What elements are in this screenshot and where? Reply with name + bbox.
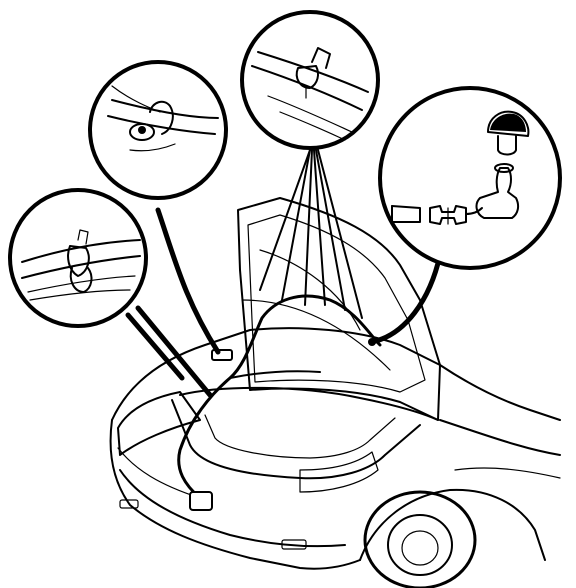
leader-detail-hose-clip-hood-1: [259, 149, 311, 291]
stud-diag-line: [111, 85, 161, 113]
leader-detail-hose-clip-hood-2: [281, 149, 311, 301]
marker-light-left: [119, 499, 139, 509]
leader-detail-hose-clip-hood-6: [317, 149, 363, 319]
clamp-stud-bolt: [138, 126, 146, 134]
detail-hose-clip-left: [8, 188, 148, 328]
headlight-left: [117, 391, 201, 456]
hood-clip-tab: [311, 47, 331, 69]
car-side: [439, 419, 561, 456]
leader-detail-hose-clip-hood-5: [315, 149, 346, 311]
washer-nozzle-stem: [497, 135, 517, 156]
car-side-crease: [454, 467, 561, 479]
nozzle-grommet-icon: [475, 167, 520, 219]
hose-line-c: [27, 275, 136, 293]
stud-hose-top: [111, 99, 219, 119]
hose-line-b: [21, 255, 141, 279]
leader-detail-hose-clip-hood-3: [304, 149, 313, 306]
nozzle-grommet-top: [494, 163, 514, 173]
detail-circle-left: [8, 188, 148, 328]
car-fender: [359, 488, 546, 561]
clip-body: [67, 245, 90, 277]
car-body: [109, 327, 561, 588]
leader-detail-hose-clip-left: [125, 312, 185, 381]
hood-brace: [259, 249, 361, 331]
leader-detail-hose-clip-hood-4: [313, 149, 326, 306]
detail-washer-nozzle-joint: [378, 86, 562, 270]
hood-rear-edge: [179, 386, 439, 421]
detail-circle-nozzle: [378, 86, 562, 270]
leader-detail-washer-nozzle-joint: [369, 252, 443, 345]
hose-line-d: [29, 289, 131, 301]
hose-joint-icon: [429, 205, 467, 225]
detail-hose-clip-hood: [240, 10, 380, 150]
front-wheel-inner: [401, 530, 439, 566]
hose-pipe-icon: [391, 205, 421, 223]
engine-bay-inner: [204, 414, 396, 459]
washer-hose-main: [177, 294, 382, 500]
engine-bay: [171, 399, 421, 480]
leader-lines: [125, 149, 443, 398]
washer-hose: [177, 294, 382, 511]
detail-circle-stud: [88, 60, 228, 200]
clip-body-lower: [69, 267, 93, 293]
clamp-band: [149, 100, 174, 135]
stud-line: [129, 143, 176, 152]
hood-hose-top: [257, 51, 369, 93]
leader-end-dot: [368, 338, 376, 346]
leader-detail-hose-clip-left-b: [135, 305, 213, 398]
clip-tab: [77, 229, 89, 245]
washer-nozzle-cap: [490, 113, 526, 132]
front-wheel: [363, 490, 477, 588]
hose-elbow: [465, 207, 483, 215]
headlight-right: [299, 451, 379, 493]
hood-hose-bottom: [251, 65, 363, 111]
hood-edge: [241, 299, 391, 371]
bumper-line: [117, 447, 201, 499]
marker-light-right: [281, 539, 307, 550]
washer-hose-branch: [229, 370, 321, 379]
stud-hose-bottom: [107, 115, 216, 135]
front-wheel-hub: [387, 514, 453, 576]
bumper-lower: [119, 469, 346, 548]
car-hood: [111, 327, 561, 421]
hood-panel-line-a: [267, 95, 353, 133]
detail-hose-clamp-stud: [88, 60, 228, 200]
detail-circle-hood: [240, 10, 380, 150]
hood-clip-body: [295, 65, 319, 89]
hood-panel-inner: [247, 214, 426, 393]
car-nose: [109, 419, 361, 570]
hood-panel-line-b: [279, 111, 346, 141]
washer-nozzle-icon: [487, 110, 530, 137]
leader-detail-hose-clamp-stud: [155, 207, 221, 355]
washer-pump: [189, 491, 213, 511]
